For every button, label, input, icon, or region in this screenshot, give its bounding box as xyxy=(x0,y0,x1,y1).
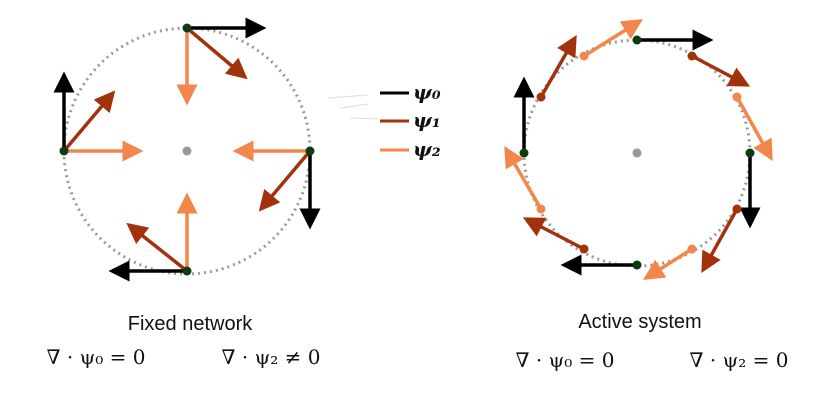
left-psi1-arrow-left xyxy=(62,90,116,153)
right-node-left xyxy=(519,148,529,158)
right-eq-psi0: ∇ · ψ₀ = 0 xyxy=(515,348,615,372)
left-center-point xyxy=(182,146,192,156)
left-node-bottom xyxy=(182,266,192,276)
left-panel xyxy=(53,17,321,282)
right-psi1-dot-2 xyxy=(687,51,697,61)
right-node-right xyxy=(745,148,755,158)
left-node-top xyxy=(182,23,192,33)
right-psi1-arrow-3 xyxy=(701,208,739,274)
right-center-point xyxy=(632,148,642,158)
left-psi1-arrow-bottom xyxy=(126,222,189,273)
left-eq-psi0: ∇ · ψ₀ = 0 xyxy=(46,345,146,369)
right-psi1-dot-4 xyxy=(579,244,589,254)
legend xyxy=(327,91,409,152)
right-psi2-dot-1 xyxy=(579,51,589,61)
right-psi2-arrow-1 xyxy=(583,19,643,58)
right-psi1-arrow-1 xyxy=(539,34,577,98)
right-psi2-arrow-2 xyxy=(735,96,773,162)
legend-label-psi2: ψ₂ xyxy=(413,137,441,161)
legend-ghost-line-1 xyxy=(327,94,369,99)
left-node-right xyxy=(305,146,315,156)
legend-label-psi1: ψ₁ xyxy=(413,108,441,132)
right-panel xyxy=(504,19,773,280)
left-node-left xyxy=(59,146,69,156)
right-eq-psi2: ∇ · ψ₂ = 0 xyxy=(689,348,789,372)
left-eq-psi2: ∇ · ψ₂ ≠ 0 xyxy=(221,345,321,369)
legend-ghost-line-2 xyxy=(339,103,369,109)
right-psi2-dot-4 xyxy=(536,204,546,214)
legend-ghost-line-3 xyxy=(349,117,379,120)
right-node-bottom xyxy=(632,260,642,270)
left-caption: Fixed network xyxy=(127,313,253,335)
right-psi1-dot-3 xyxy=(732,204,742,214)
right-caption: Active system xyxy=(578,311,702,333)
right-psi2-arrow-4 xyxy=(504,145,543,210)
right-psi1-dot-1 xyxy=(536,92,546,102)
right-psi2-dot-3 xyxy=(687,244,697,254)
right-psi2-dot-2 xyxy=(732,92,742,102)
right-psi1-arrow-2 xyxy=(691,54,751,87)
legend-label-psi0: ψ₀ xyxy=(413,80,441,104)
right-psi2-arrow-3 xyxy=(643,247,693,280)
right-node-top xyxy=(632,35,642,45)
left-psi1-arrow-right xyxy=(258,149,312,212)
left-psi1-arrow-top xyxy=(185,26,248,80)
right-psi1-arrow-4 xyxy=(522,217,585,251)
